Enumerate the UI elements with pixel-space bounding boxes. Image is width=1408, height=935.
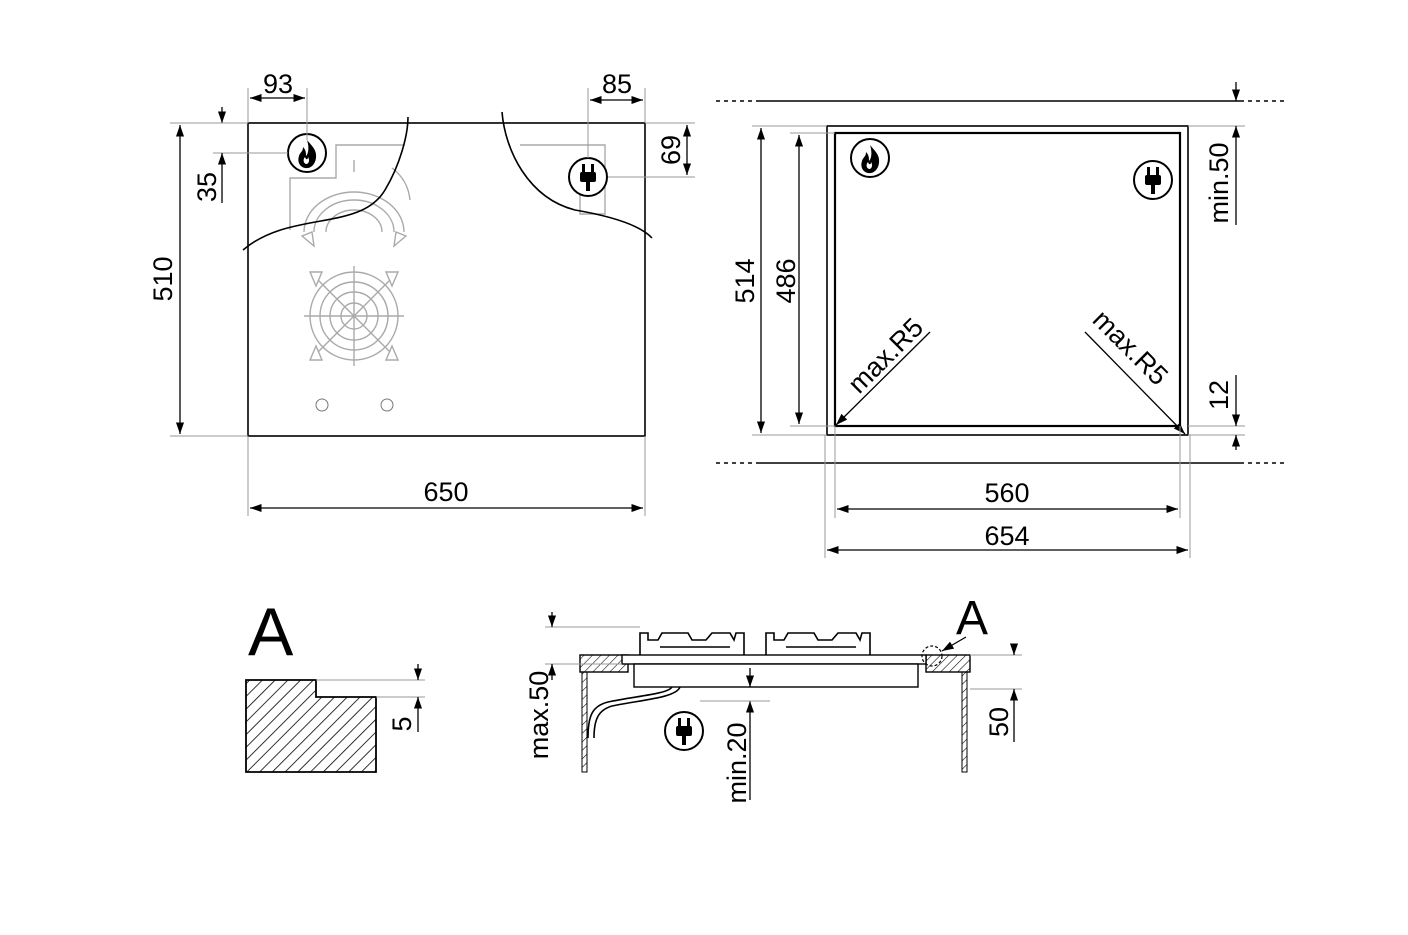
dim-hob-width: 650	[423, 477, 468, 507]
power-cable	[593, 686, 681, 739]
hob-outline	[247, 122, 646, 437]
dim-cutout-outer-width: 654	[984, 521, 1029, 551]
dim-gas-offset-y: 35	[192, 172, 222, 202]
dim-radius-left: max.R5	[842, 312, 929, 399]
dim-worktop: 50	[984, 707, 1014, 737]
plug-icon	[568, 157, 608, 197]
dim-elec-offset-x: 85	[602, 69, 632, 99]
hob-body	[633, 663, 919, 688]
knob-1	[315, 398, 329, 412]
burner-rear	[300, 160, 411, 248]
dim-detail-step: 5	[387, 716, 417, 731]
worktop-right	[925, 654, 971, 673]
flame-icon	[850, 138, 890, 178]
detail-a: A 5	[245, 594, 425, 773]
cutout-view: max.R5 max.R5 514 486 min.50 12 560	[716, 82, 1285, 558]
dim-cutout-inner-width: 560	[984, 478, 1029, 508]
plug-icon	[664, 711, 704, 751]
dim-elec-offset-y: 69	[656, 135, 686, 165]
dim-cutout-inner-height: 486	[771, 258, 801, 303]
detail-circle	[921, 645, 943, 667]
hob-glass	[621, 654, 927, 665]
dim-cutout-outer-height: 514	[730, 258, 760, 303]
detail-a-label: A	[248, 594, 294, 670]
gas-pipe-outline	[289, 144, 405, 230]
burner-front	[304, 266, 404, 366]
dim-gas-offset-x: 93	[263, 69, 293, 99]
cutout-inner	[833, 131, 1182, 428]
dim-clearance-bottom: 12	[1204, 380, 1234, 410]
side-view: max.50 min.20 50 A	[524, 592, 1022, 804]
top-view: 93 85 35 69 510 650	[148, 69, 695, 516]
dim-max-height: max.50	[524, 671, 554, 760]
dim-hob-height: 510	[148, 256, 178, 301]
cutaway-right	[501, 111, 653, 239]
elec-box-outline	[520, 144, 606, 215]
detail-ref-label: A	[956, 592, 988, 645]
pan-support-right	[765, 632, 871, 655]
detail-a-section	[245, 679, 377, 773]
dim-min-below: min.20	[722, 722, 752, 803]
cutaway-left	[242, 116, 409, 251]
dim-clearance-top: min.50	[1204, 142, 1234, 223]
plug-icon	[1133, 160, 1173, 200]
cutout-outer	[826, 125, 1189, 436]
knob-2	[380, 398, 394, 412]
pan-support-left	[639, 632, 745, 655]
